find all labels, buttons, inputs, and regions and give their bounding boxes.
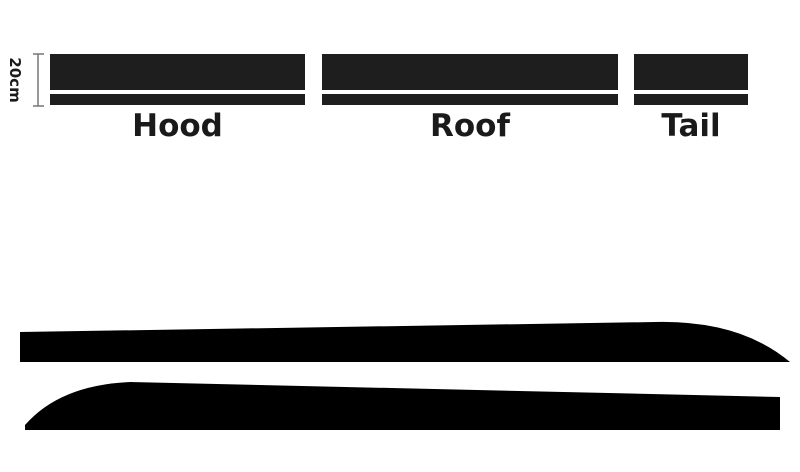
hood-label: Hood: [132, 108, 223, 144]
roof-label: Roof: [430, 108, 510, 144]
tail-stripe-wide: [634, 54, 748, 90]
tail-stripe-narrow: [634, 94, 748, 105]
hood-stripe-wide: [50, 54, 305, 90]
hood-stripe: [50, 54, 305, 105]
tail-stripe: [634, 54, 748, 105]
roof-stripe-wide: [322, 54, 618, 90]
side-stripe-upper: [20, 321, 790, 362]
roof-stripe-narrow: [322, 94, 618, 105]
tail-label: Tail: [661, 108, 721, 144]
dimension-marker: 20cm: [0, 50, 46, 110]
side-stripe-lower: [25, 382, 780, 430]
hood-stripe-narrow: [50, 94, 305, 105]
side-stripes: [20, 321, 790, 430]
dimension-bracket-icon: [33, 53, 44, 107]
roof-stripe: [322, 54, 618, 105]
dimension-label: 20cm: [6, 57, 24, 103]
